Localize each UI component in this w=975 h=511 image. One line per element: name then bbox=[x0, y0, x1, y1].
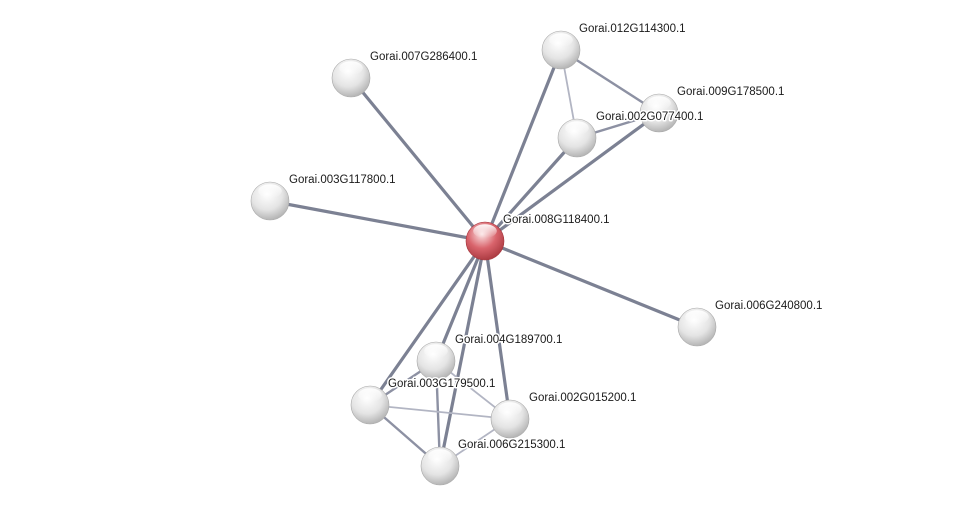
nodes-layer: Gorai.008G118400.1 Gorai.012G114300.1Gora… bbox=[250, 22, 824, 486]
node-label: Gorai.006G240800.1 bbox=[715, 300, 822, 312]
node-highlight bbox=[339, 61, 363, 75]
edge-gorai-008g118400-1-to-gorai-002g077400-1 bbox=[483, 136, 579, 243]
edge-gorai-008g118400-1-to-gorai-003g179500-1 bbox=[368, 239, 487, 407]
node-highlight bbox=[258, 184, 282, 198]
node-highlight bbox=[685, 310, 709, 324]
node-label: Gorai.002G015200.1 bbox=[529, 392, 636, 404]
node-label: Gorai.009G178500.1 bbox=[677, 86, 784, 98]
node-label: Gorai.004G189700.1 bbox=[455, 334, 562, 346]
node-gorai-009g178500-1[interactable]: Gorai.009G178500.1 bbox=[639, 85, 786, 133]
edge-gorai-012g114300-1-to-gorai-009g178500-1 bbox=[559, 48, 661, 115]
node-gorai-008g118400-1[interactable]: Gorai.008G118400.1 bbox=[465, 213, 611, 261]
node-highlight bbox=[428, 449, 452, 463]
node-gorai-003g117800-1[interactable]: Gorai.003G117800.1 bbox=[250, 173, 397, 221]
node-label: Gorai.008G118400.1 bbox=[503, 214, 610, 226]
edge-gorai-008g118400-1-to-gorai-004g189700-1 bbox=[434, 239, 487, 363]
edge-gorai-008g118400-1-to-gorai-012g114300-1 bbox=[483, 48, 563, 243]
node-label: Gorai.012G114300.1 bbox=[579, 23, 686, 35]
node-highlight bbox=[498, 402, 522, 416]
node-highlight bbox=[549, 33, 573, 47]
edge-gorai-008g118400-1-to-gorai-002g015200-1 bbox=[483, 239, 512, 421]
edge-gorai-008g118400-1-to-gorai-003g117800-1 bbox=[268, 199, 487, 243]
node-label: Gorai.002G077400.1 bbox=[596, 111, 703, 123]
edge-gorai-008g118400-1-to-gorai-009g178500-1 bbox=[483, 111, 661, 243]
node-gorai-006g215300-1[interactable]: Gorai.006G215300.1 bbox=[420, 438, 567, 486]
node-label: Gorai.006G215300.1 bbox=[458, 439, 565, 451]
edge-gorai-008g118400-1-to-gorai-007g286400-1 bbox=[349, 76, 487, 243]
node-highlight bbox=[358, 388, 382, 402]
node-highlight bbox=[424, 344, 448, 358]
node-gorai-012g114300-1[interactable]: Gorai.012G114300.1 bbox=[541, 22, 687, 70]
edge-gorai-008g118400-1-to-gorai-006g240800-1 bbox=[483, 239, 699, 329]
node-gorai-002g077400-1[interactable]: Gorai.002G077400.1 bbox=[557, 110, 705, 158]
node-highlight bbox=[647, 96, 671, 110]
node-gorai-003g179500-1[interactable]: Gorai.003G179500.1 bbox=[350, 377, 497, 425]
node-label: Gorai.003G117800.1 bbox=[289, 174, 396, 186]
node-gorai-007g286400-1[interactable]: Gorai.007G286400.1 bbox=[331, 50, 479, 98]
node-label: Gorai.003G179500.1 bbox=[388, 378, 495, 390]
node-gorai-004g189700-1[interactable]: Gorai.004G189700.1 bbox=[416, 333, 564, 381]
node-gorai-006g240800-1[interactable]: Gorai.006G240800.1 bbox=[677, 299, 824, 347]
node-label: Gorai.007G286400.1 bbox=[370, 51, 477, 63]
edge-gorai-008g118400-1-to-gorai-006g215300-1 bbox=[438, 239, 487, 468]
edge-gorai-003g179500-1-to-gorai-002g015200-1 bbox=[369, 404, 511, 420]
node-highlight bbox=[565, 121, 589, 135]
node-gorai-002g015200-1[interactable]: Gorai.002G015200.1 bbox=[490, 391, 638, 439]
node-highlight bbox=[473, 224, 497, 238]
